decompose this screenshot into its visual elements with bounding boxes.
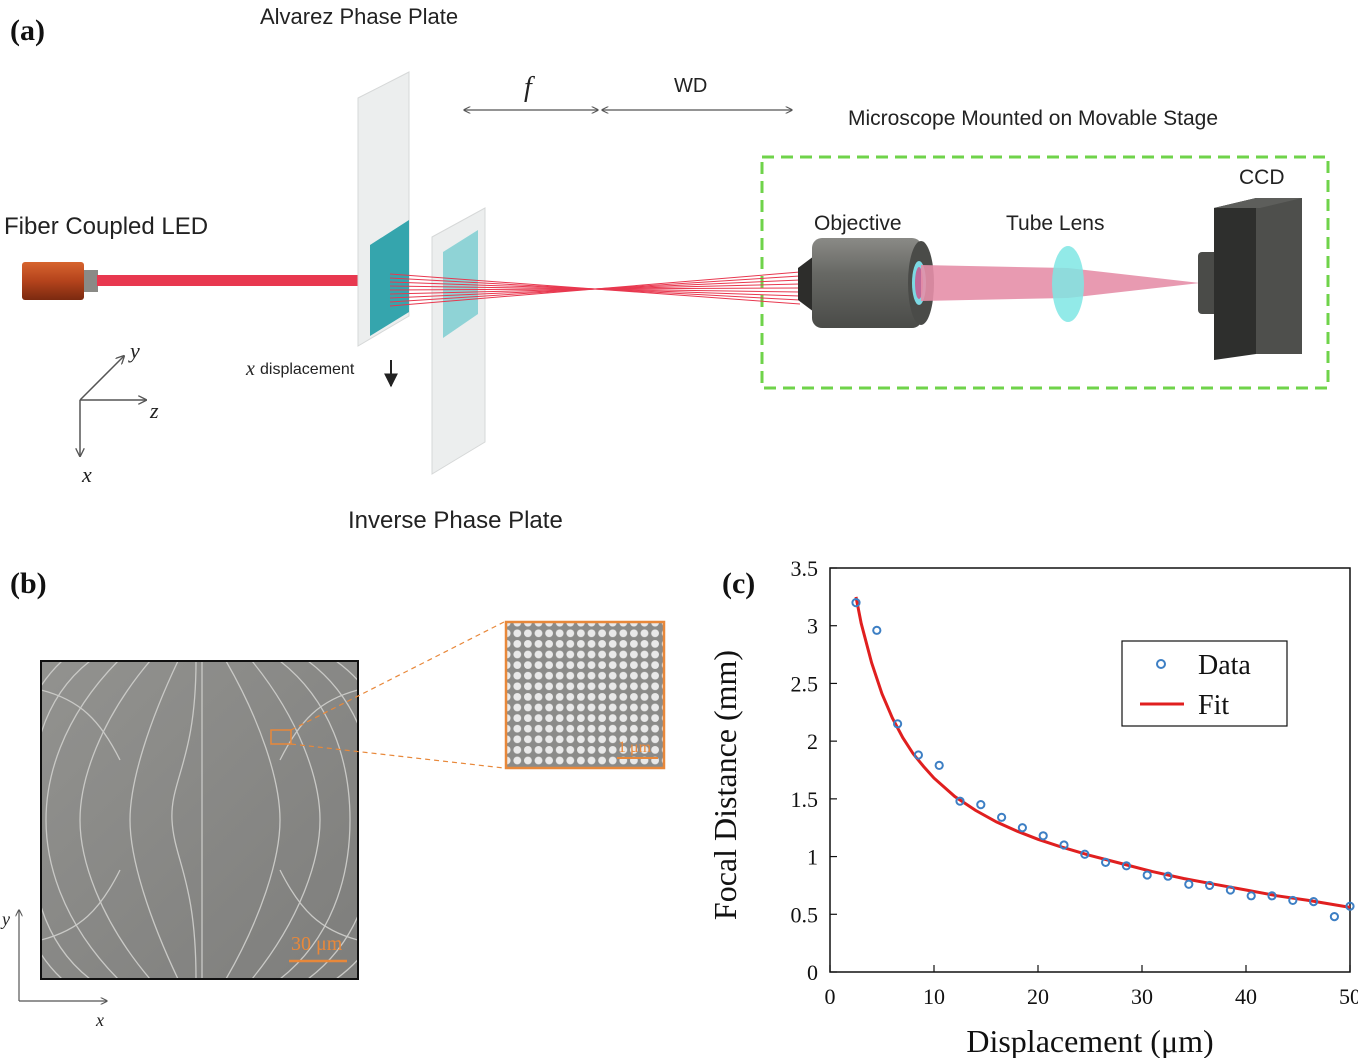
fresnel-contours [41, 661, 358, 979]
tube-lens-label: Tube Lens [1006, 212, 1104, 235]
legend-fit-label: Fit [1198, 690, 1229, 721]
x-tick-label: 0 [825, 984, 836, 1009]
data-point [1163, 871, 1173, 881]
x-tick-label: 50 [1339, 984, 1358, 1009]
data-point [872, 625, 882, 635]
axis-x-label: x [81, 462, 92, 487]
scale-bar-label: 30 μm [291, 933, 343, 955]
data-point [1101, 857, 1111, 867]
microscope-label: Microscope Mounted on Movable Stage [848, 107, 1218, 130]
fit-line [854, 596, 1351, 909]
y-tick-label: 3 [807, 614, 818, 639]
y-tick-label: 0.5 [791, 902, 819, 927]
inset-scale-bar-label: 1 μm [618, 739, 652, 756]
panel-a-label: (a) [10, 14, 45, 47]
x-displacement-var: x [245, 358, 255, 380]
objective [798, 238, 934, 328]
alvarez-plate-label: Alvarez Phase Plate [260, 4, 458, 29]
x-tick-label: 20 [1027, 984, 1049, 1009]
ray-bundle [389, 271, 801, 307]
alvarez-phase-pattern [370, 220, 409, 336]
data-point [1225, 885, 1236, 895]
data-point [893, 719, 903, 729]
sem-image [40, 660, 359, 980]
data-point [851, 598, 861, 608]
data-point [997, 812, 1007, 822]
data-points [851, 598, 1355, 922]
axis-y-label: y [128, 338, 140, 363]
x-tick-labels: 0 10 20 30 40 50 [825, 984, 1358, 1009]
tube-lens [1052, 246, 1084, 322]
sem-y-label: y [0, 909, 10, 929]
y-tick-label: 1 [807, 845, 818, 870]
data-point [1246, 891, 1256, 901]
zoom-region [270, 729, 292, 745]
y-tick-label: 1.5 [791, 787, 819, 812]
data-point [955, 796, 965, 806]
data-point [1059, 840, 1069, 850]
panel-c: (c) 0 0.5 1 1.5 2 2.5 3 3.5 0 10 20 30 40 50 Data Fi… [707, 556, 1358, 1058]
chart-ticks [829, 567, 1351, 973]
y-tick-labels: 0 0.5 1 1.5 2 2.5 3 3.5 [791, 556, 819, 985]
sem-x-label: x [95, 1010, 104, 1030]
led-label: Fiber Coupled LED [4, 213, 208, 240]
zoom-guide-top [290, 621, 505, 731]
data-point [1267, 891, 1277, 901]
data-point [1080, 849, 1090, 859]
data-point [913, 750, 924, 760]
data-point [1184, 879, 1194, 889]
coordinate-axes [80, 356, 146, 456]
data-point [1288, 895, 1298, 906]
panel-c-label: (c) [722, 567, 755, 600]
sem-inset [504, 620, 666, 770]
data-point [1038, 831, 1048, 841]
y-tick-label: 0 [807, 960, 818, 985]
axis-z-label: z [149, 398, 159, 423]
y-tick-label: 3.5 [791, 556, 819, 581]
data-point [1142, 870, 1152, 880]
data-point [1017, 823, 1028, 833]
x-tick-label: 30 [1131, 984, 1153, 1009]
focal-length-label: f [524, 72, 535, 103]
panel-a: (a) Alvarez Phase Plate Fiber Coupled LE… [4, 4, 1330, 534]
y-tick-label: 2.5 [791, 671, 819, 696]
x-tick-label: 40 [1235, 984, 1257, 1009]
y-tick-label: 2 [807, 729, 818, 754]
data-point [1121, 861, 1132, 871]
data-point [1205, 880, 1215, 891]
fiber-coupled-led [22, 262, 361, 300]
x-tick-label: 10 [923, 984, 945, 1009]
data-point [1309, 896, 1319, 907]
x-axis-label: Displacement (μm) [966, 1023, 1213, 1058]
data-point [1345, 901, 1355, 911]
working-distance-label: WD [674, 75, 707, 97]
ccd-camera [1198, 198, 1302, 360]
x-displacement-label: displacement [260, 361, 355, 378]
y-axis-label: Focal Distance (mm) [707, 650, 743, 920]
legend-data-marker [1156, 659, 1166, 669]
legend-box [1121, 640, 1288, 727]
inverse-plate-label: Inverse Phase Plate [348, 507, 563, 534]
plot-frame [829, 567, 1351, 973]
ccd-label: CCD [1239, 166, 1285, 189]
data-point [1329, 911, 1340, 922]
legend: Data Fit [1121, 640, 1288, 727]
data-point [934, 760, 944, 770]
objective-label: Objective [814, 212, 902, 235]
legend-data-label: Data [1198, 650, 1251, 681]
panel-b: (b) [0, 567, 666, 1030]
panel-b-label: (b) [10, 567, 47, 600]
data-point [976, 800, 986, 810]
